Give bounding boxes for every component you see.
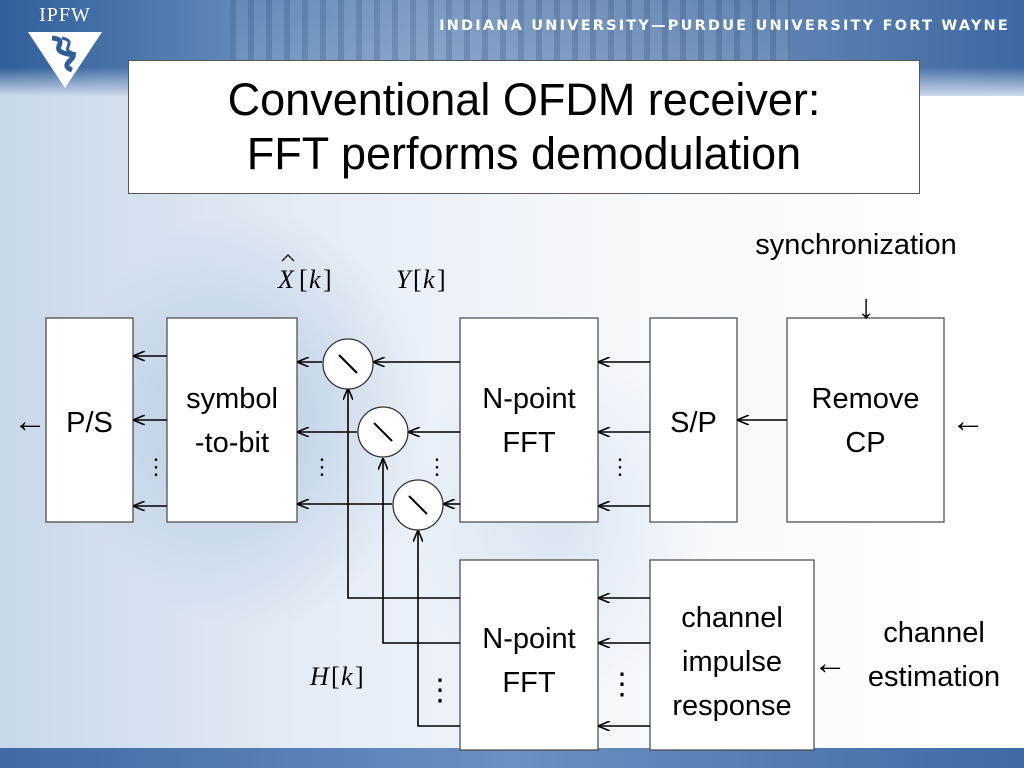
university-name: INDIANA UNIVERSITY—PURDUE UNIVERSITY FOR…	[439, 18, 1010, 34]
signal-arrows	[134, 356, 787, 726]
fft-bottom-label-1: N-point	[482, 623, 576, 655]
symbol-to-bit-label-1: symbol	[186, 383, 278, 415]
sync-arrow-down-icon: ↓	[858, 288, 875, 326]
channel-estimation-label-1: channel	[883, 617, 985, 649]
h-feed-arrow-1	[348, 389, 460, 599]
y-index: k	[423, 265, 435, 294]
h-bracket-open: [	[331, 662, 340, 691]
symbol-to-bit-block	[166, 317, 298, 523]
fft-top-label-2: FFT	[502, 427, 555, 459]
ellipsis-icon-sp: ⋮	[609, 454, 631, 479]
x-hat-bracket-close: ]	[323, 265, 332, 294]
x-hat-caret	[281, 254, 295, 262]
fft-bottom-block	[459, 559, 599, 751]
h-index: k	[341, 662, 353, 691]
ellipsis-icon-symbol: ⋮	[311, 454, 333, 479]
symbol-to-bit-label-2: -to-bit	[195, 427, 269, 459]
remove-cp-label-1: Remove	[812, 383, 920, 415]
sp-label: S/P	[670, 407, 717, 439]
fft-top-label-1: N-point	[482, 383, 576, 415]
y-symbol: Y	[396, 265, 413, 294]
remove-cp-label-2: CP	[845, 427, 885, 459]
cir-label-2: impulse	[682, 646, 782, 678]
x-hat-index: k	[309, 265, 321, 294]
logo-text: IPFW	[39, 4, 91, 26]
h-feed-arrow-3	[418, 531, 460, 727]
cir-block	[649, 559, 815, 751]
ellipsis-icon-h: ⋮	[425, 674, 455, 707]
divide-icon-3	[408, 495, 428, 515]
output-arrow-left-icon: ←	[13, 402, 47, 440]
synchronization-label: synchronization	[755, 229, 957, 261]
ps-block	[45, 317, 134, 523]
x-hat-label: X [ k ]	[277, 254, 332, 294]
divide-icon-1	[338, 354, 358, 374]
cir-label-3: response	[672, 690, 791, 722]
ipfw-logo: IPFW	[22, 4, 108, 90]
divider-1	[322, 338, 374, 390]
ellipsis-icon-cir: ⋮	[607, 668, 637, 701]
slide-title-line-2: FFT performs demodulation	[246, 128, 802, 179]
slide-title-box: Conventional OFDM receiver: FFT performs…	[128, 60, 920, 194]
remove-cp-block	[786, 317, 945, 523]
y-bracket-open: [	[413, 265, 422, 294]
fft-top-block	[459, 317, 599, 523]
ellipsis-icon-ps: ⋮	[145, 454, 167, 479]
h-bracket-close: ]	[355, 662, 364, 691]
header-banner: IPFW INDIANA UNIVERSITY—PURDUE UNIVERSIT…	[0, 0, 1024, 96]
divide-icon-2	[373, 422, 393, 442]
cir-label-1: channel	[681, 602, 783, 634]
divider-2	[357, 406, 409, 458]
fft-bottom-label-2: FFT	[502, 667, 555, 699]
channel-estimation-label-2: estimation	[868, 661, 1000, 693]
estimation-arrow-left-icon: ←	[813, 644, 847, 682]
footer-banner	[0, 748, 1024, 768]
x-hat-symbol: X	[277, 265, 295, 294]
logo-emblem-icon	[28, 32, 102, 88]
y-label: Y [ k ]	[396, 265, 446, 294]
ps-label: P/S	[66, 407, 113, 439]
h-label: H [ k ]	[309, 662, 364, 691]
slide-title-line-1: Conventional OFDM receiver:	[227, 74, 821, 125]
x-hat-bracket-open: [	[299, 265, 308, 294]
input-arrow-left-icon: ←	[951, 402, 985, 440]
h-symbol: H	[309, 662, 330, 691]
ellipsis-icon-fft-out: ⋮	[426, 454, 448, 479]
divider-3	[392, 479, 444, 531]
y-bracket-close: ]	[437, 265, 446, 294]
sp-block	[649, 317, 738, 523]
h-feed-arrow-2	[383, 459, 460, 644]
